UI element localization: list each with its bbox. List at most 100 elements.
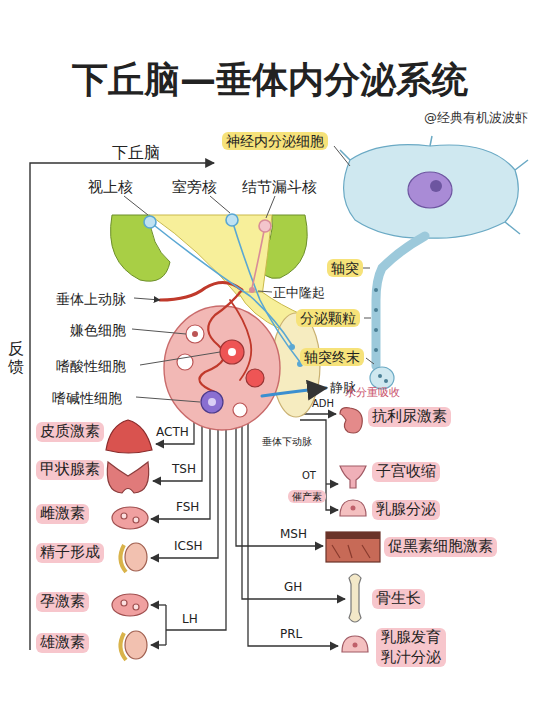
- node-text: 皮质激素: [40, 422, 100, 440]
- part-label: FSH: [176, 500, 199, 514]
- part-label: 室旁核: [172, 178, 217, 196]
- blood-vessel: [160, 282, 326, 396]
- organ-icon: [342, 636, 368, 652]
- effect-box: 甲状腺素: [36, 460, 104, 480]
- neuroendocrine-cell: [376, 236, 425, 366]
- part-label: GH: [284, 580, 302, 594]
- part-label: PRL: [280, 627, 302, 641]
- leader-line: [364, 318, 371, 319]
- leader-line: [366, 358, 374, 364]
- neuron: [259, 220, 271, 232]
- organ-icon: [107, 462, 148, 493]
- leader-line: [132, 329, 186, 334]
- node-text: 分泌颗粒: [300, 310, 356, 326]
- effect-box: 皮质激素: [36, 422, 104, 442]
- pituitary-cell: [246, 369, 264, 387]
- organ-icon: [351, 506, 356, 511]
- neuroendocrine-cell: [340, 136, 528, 389]
- part-label: ADH: [312, 398, 334, 410]
- pituitary-cell: [220, 340, 244, 364]
- part-label: 垂体下动脉: [262, 436, 312, 448]
- node-text: 催产素: [292, 491, 322, 502]
- organ-icon: [340, 466, 366, 488]
- part-label: ICSH: [174, 539, 203, 553]
- part-label: 正中隆起: [273, 285, 325, 301]
- leader-line: [266, 196, 275, 218]
- neuroendocrine-cell: [408, 172, 452, 208]
- node-text: 子宫收缩: [376, 462, 436, 480]
- organ-icon: [121, 513, 127, 519]
- effect-box: 抗利尿激素: [368, 407, 451, 427]
- effect-box: 雌激素: [36, 504, 89, 524]
- neuron: [252, 226, 265, 288]
- leader-line: [334, 146, 350, 166]
- leader-line: [140, 352, 220, 365]
- organ-icon: [120, 545, 126, 572]
- effect-box: 乳腺分泌: [372, 500, 440, 520]
- neuron: [249, 287, 255, 293]
- organ-icon: [106, 408, 380, 660]
- node-text: 轴突: [331, 260, 359, 276]
- neuroendocrine-cell: [370, 367, 394, 389]
- neuroendocrine-cell: [374, 288, 378, 292]
- effect-box: 乳腺发育 乳汁分泌: [376, 628, 446, 667]
- node-text: 促黑素细胞激素: [388, 537, 493, 555]
- node-text: 雄激素: [40, 633, 85, 651]
- node-text: 孕激素: [40, 592, 85, 610]
- node-text: 雌激素: [40, 504, 85, 522]
- node-text: 抗利尿激素: [372, 407, 447, 425]
- pituitary-cell: [228, 348, 236, 356]
- organ-icon: [133, 604, 139, 610]
- organ-icon: [326, 532, 380, 539]
- part-label: 结节漏斗核: [242, 178, 317, 196]
- part-label: 水分重吸收: [345, 386, 400, 399]
- node-text: 轴突终末: [304, 349, 360, 365]
- part-label: MSH: [280, 527, 307, 541]
- hormone-arrow: [242, 400, 345, 599]
- blood-vessel: [160, 282, 242, 300]
- part-label: 垂体上动脉: [56, 291, 126, 308]
- part-label: TSH: [172, 462, 196, 476]
- part-label: 嗜碱性细胞: [52, 390, 122, 407]
- node-text: 骨生长: [376, 589, 421, 607]
- leader-line: [258, 291, 272, 292]
- neuroendocrine-cell: [378, 374, 382, 378]
- organ-icon: [125, 543, 147, 571]
- organ-icon: [121, 600, 127, 606]
- organ-icon: [349, 574, 361, 622]
- node-text: 乳腺发育 乳汁分泌: [381, 628, 441, 666]
- neuroendocrine-cell: [340, 136, 528, 234]
- hormone-arrow: [151, 400, 345, 646]
- effect-box: 孕激素: [36, 592, 89, 612]
- leader-line: [136, 397, 200, 402]
- leader-line: [210, 196, 230, 213]
- neuroendocrine-cell: [384, 379, 388, 383]
- neuroendocrine-cell: [430, 180, 442, 192]
- pituitary-cell: [192, 331, 198, 337]
- effect-box: 子宫收缩: [372, 462, 440, 482]
- leader-line: [124, 146, 374, 402]
- neuroendocrine-cell: [374, 348, 378, 352]
- effect-box: 骨生长: [372, 589, 425, 609]
- organ-icon: [340, 408, 362, 433]
- effect-box: 精子形成: [36, 543, 104, 563]
- pituitary-cell: [233, 403, 247, 417]
- watermark: @经典有机波波虾: [424, 110, 528, 126]
- pituitary-cell: [201, 391, 223, 413]
- organ-icon: [133, 517, 139, 523]
- node-text: 精子形成: [40, 543, 100, 561]
- callout-box: 轴突: [327, 259, 363, 277]
- organ-icon: [326, 532, 380, 562]
- callout-box: 轴突终末: [300, 348, 364, 366]
- neuroendocrine-cell: [374, 328, 378, 332]
- node-text: 乳腺分泌: [376, 500, 436, 518]
- part-label: 视上核: [88, 178, 133, 196]
- organ-icon: [106, 420, 152, 453]
- neuron: [226, 214, 238, 226]
- effect-box: 催产素: [288, 490, 326, 503]
- node-text: 甲状腺素: [40, 460, 100, 478]
- blood-vessel: [262, 388, 326, 396]
- part-label: 嫌色细胞: [70, 322, 126, 339]
- hormone-arrow: [326, 483, 338, 484]
